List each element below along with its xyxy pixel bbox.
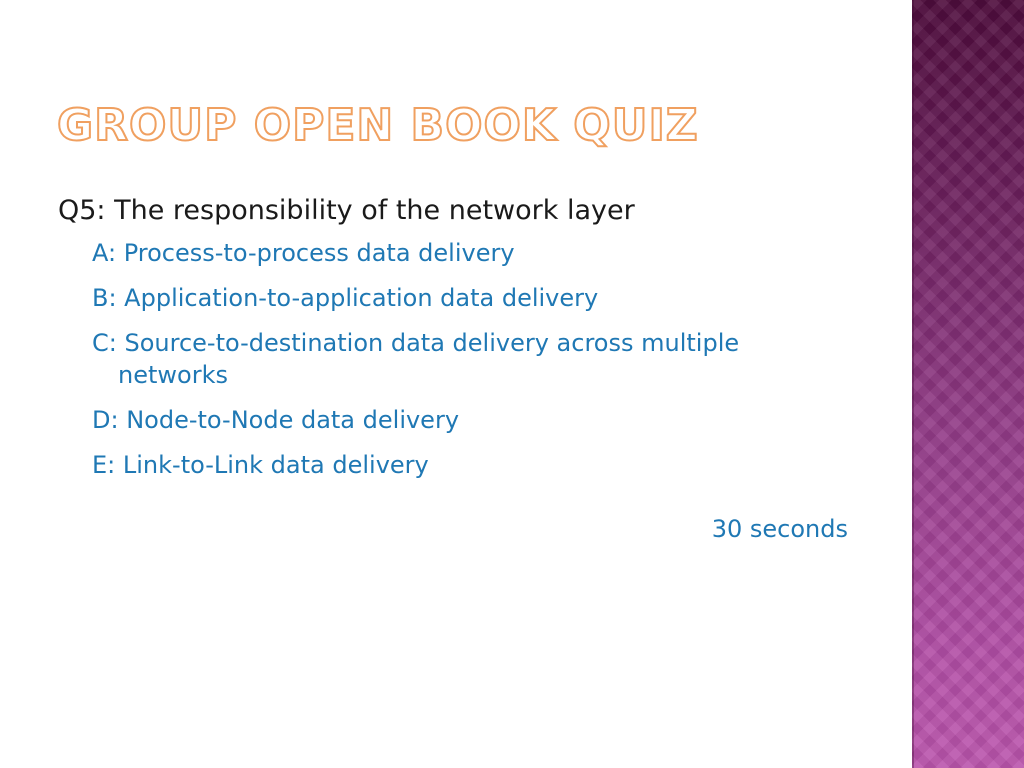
- timer-label: 30 seconds: [711, 515, 848, 543]
- quiz-content: Q5: The responsibility of the network la…: [58, 193, 858, 495]
- answer-option-a: A: Process-to-process data delivery: [92, 239, 515, 268]
- answer-option-d: D: Node-to-Node data delivery: [92, 405, 460, 434]
- answer-option-e: E: Link-to-Link data delivery: [92, 451, 429, 480]
- slide-title: Group Open Book Quiz: [56, 100, 699, 151]
- side-decoration-band: [912, 0, 1024, 768]
- answer-option-b: B: Application-to-application data deliv…: [92, 284, 599, 313]
- answer-option-c: C: Source-to-destination data delivery a…: [92, 329, 740, 389]
- side-band-edge: [912, 0, 914, 768]
- answer-options: A: Process-to-process data delivery B: A…: [58, 238, 858, 481]
- quiz-question: Q5: The responsibility of the network la…: [58, 195, 635, 226]
